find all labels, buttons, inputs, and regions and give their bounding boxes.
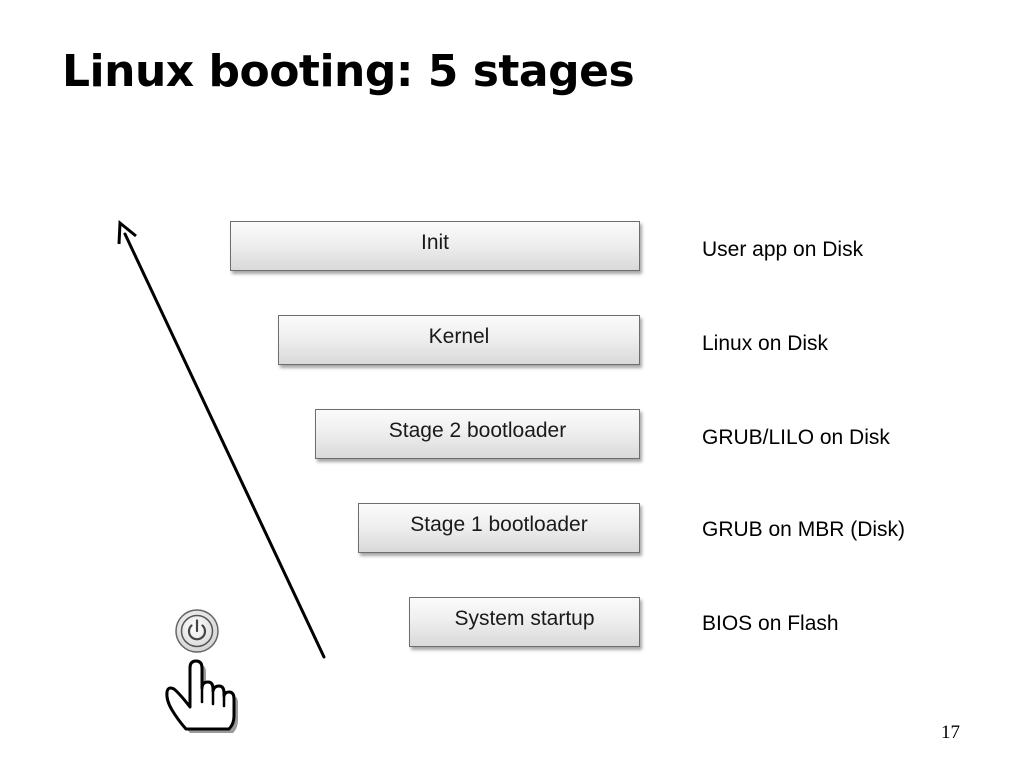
stage-label: Init xyxy=(420,231,449,254)
stage-label: Kernel xyxy=(428,325,490,348)
stage-box-system-startup: System startup xyxy=(409,597,640,647)
stage-label: Stage 2 bootloader xyxy=(388,419,567,442)
slide-title: Linux booting: 5 stages xyxy=(62,46,635,97)
stage-description-stage2: GRUB/LILO on Disk xyxy=(702,426,890,449)
stage-description-system-startup: BIOS on Flash xyxy=(702,612,839,635)
stage-description-stage1: GRUB on MBR (Disk) xyxy=(702,518,906,541)
stage-box-stage1-bootloader: Stage 1 bootloader xyxy=(358,503,640,553)
stage-label: System startup xyxy=(454,607,595,630)
stage-box-kernel: Kernel xyxy=(278,315,640,365)
stage-description-init: User app on Disk xyxy=(702,238,864,261)
page-number: 17 xyxy=(941,722,960,743)
stage-label: Stage 1 bootloader xyxy=(410,513,588,536)
stage-box-stage2-bootloader: Stage 2 bootloader xyxy=(315,409,640,459)
stage-description-kernel: Linux on Disk xyxy=(702,332,829,355)
stage-box-init: Init xyxy=(230,221,640,271)
